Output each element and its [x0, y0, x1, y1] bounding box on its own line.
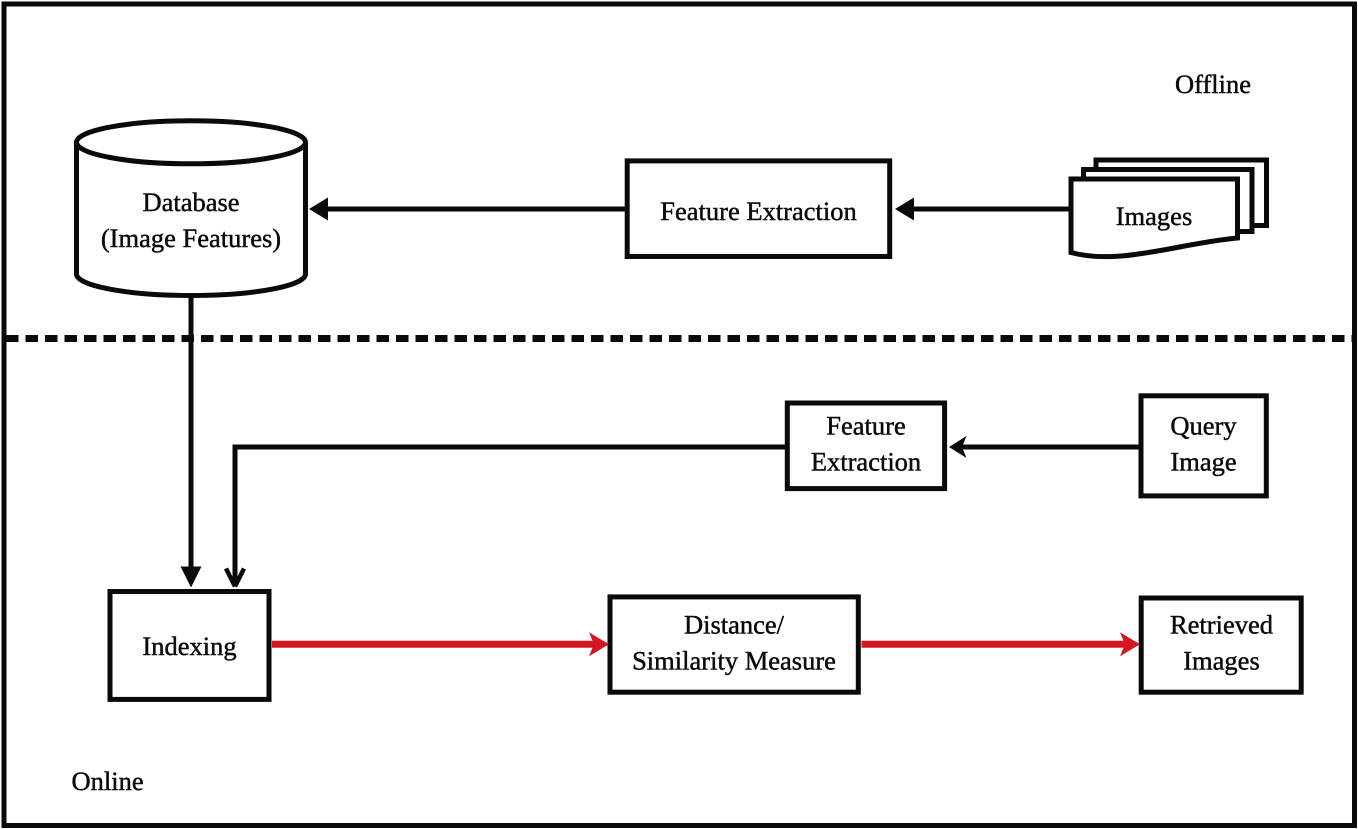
svg-text:Images: Images — [1116, 201, 1193, 231]
svg-text:Images: Images — [1183, 646, 1260, 676]
svg-text:Database: Database — [142, 187, 239, 217]
svg-text:Feature: Feature — [826, 411, 905, 441]
svg-text:Feature Extraction: Feature Extraction — [660, 196, 856, 226]
svg-text:Image: Image — [1170, 447, 1236, 477]
svg-text:Distance/: Distance/ — [684, 610, 785, 640]
svg-text:Query: Query — [1170, 411, 1237, 441]
svg-text:Retrieved: Retrieved — [1170, 610, 1273, 640]
svg-text:Extraction: Extraction — [811, 447, 921, 477]
svg-text:Online: Online — [72, 766, 144, 796]
svg-text:(Image Features): (Image Features) — [101, 223, 281, 253]
svg-text:Similarity Measure: Similarity Measure — [632, 646, 836, 676]
svg-text:Offline: Offline — [1175, 69, 1251, 99]
svg-text:Indexing: Indexing — [142, 631, 236, 661]
